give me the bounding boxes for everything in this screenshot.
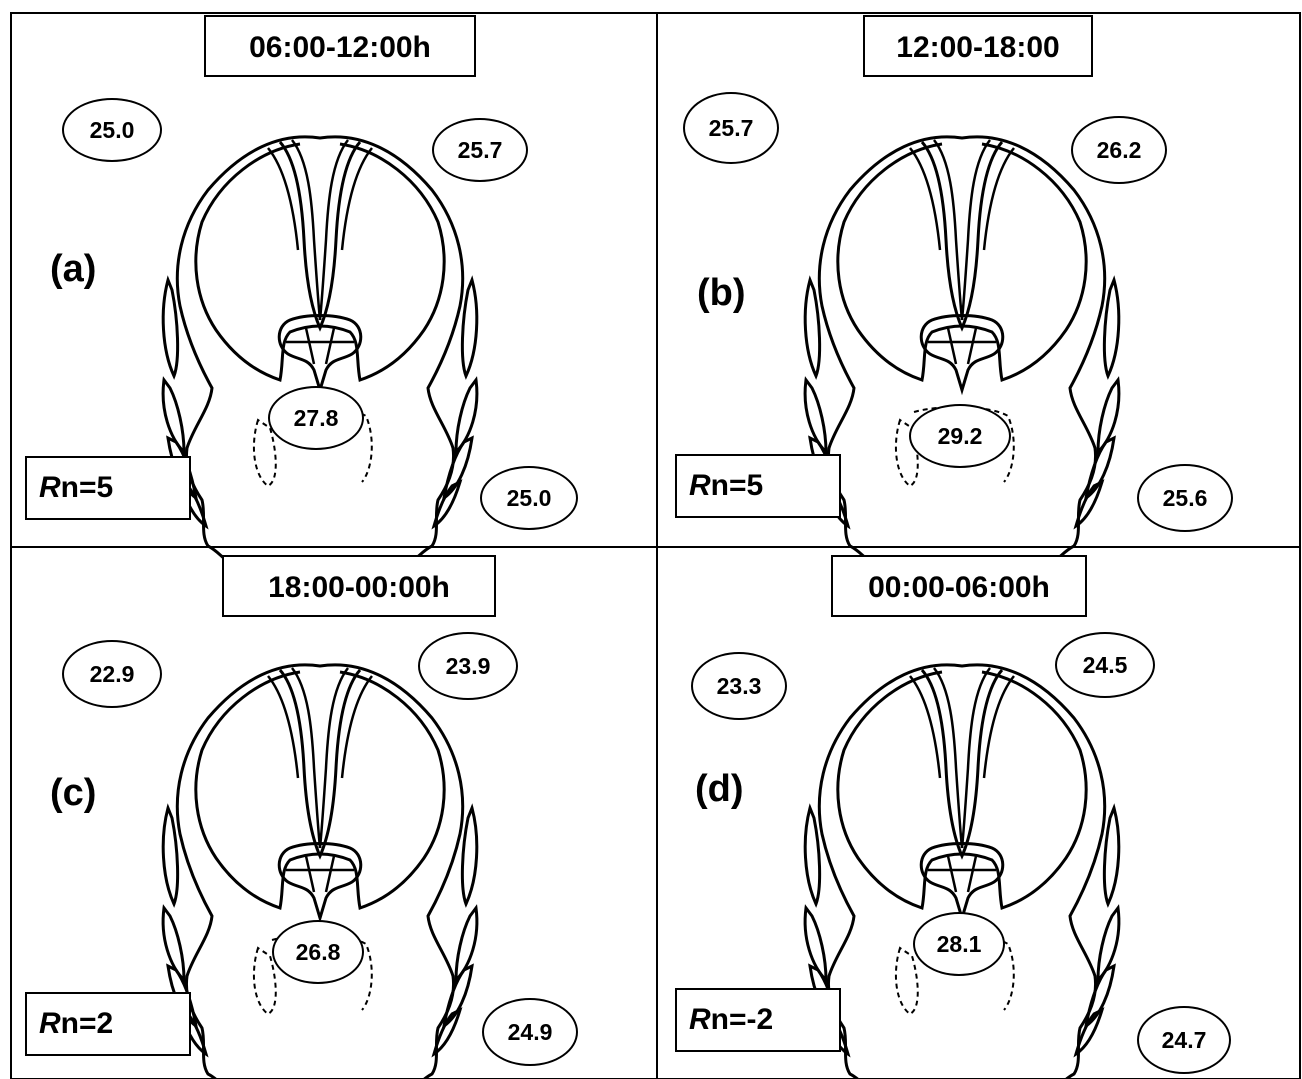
temp-top-left: 22.9 (62, 640, 162, 708)
panel-letter: (d) (695, 768, 744, 811)
temp-bottom-right: 25.0 (480, 466, 578, 530)
rn-symbol: R (689, 1003, 711, 1036)
panel-title: 18:00-00:00h (222, 555, 496, 617)
panel-letter: (a) (50, 248, 96, 291)
temp-center: 27.8 (268, 386, 364, 450)
temp-top-right: 26.2 (1071, 116, 1167, 184)
temp-bottom-right: 25.6 (1137, 464, 1233, 532)
panel-a: 06:00-12:00h (a) Rn=5 25.0 25.7 27.8 25.… (0, 0, 651, 539)
temp-bottom-right: 24.9 (482, 998, 578, 1066)
rn-box: Rn=2 (25, 992, 191, 1056)
temp-top-right: 23.9 (418, 632, 518, 700)
temp-top-left: 25.0 (62, 98, 162, 162)
temp-bottom-right: 24.7 (1137, 1006, 1231, 1074)
temp-center: 29.2 (909, 404, 1011, 468)
panel-letter: (b) (697, 272, 746, 315)
panel-b: 12:00-18:00 (b) Rn=5 25.7 26.2 29.2 25.6 (651, 0, 1302, 539)
rn-box: Rn=5 (675, 454, 841, 518)
temp-top-left: 25.7 (683, 92, 779, 164)
panel-letter: (c) (50, 772, 96, 815)
panel-title: 06:00-12:00h (204, 15, 476, 77)
temp-top-right: 25.7 (432, 118, 528, 182)
rn-box: Rn=5 (25, 456, 191, 520)
rn-symbol: R (689, 469, 711, 502)
panel-d: 00:00-06:00h (d) Rn=-2 23.3 24.5 28.1 24… (651, 540, 1302, 1079)
rn-value: n=5 (61, 471, 114, 504)
rn-value: n=2 (61, 1007, 114, 1040)
rn-box: Rn=-2 (675, 988, 841, 1052)
rn-symbol: R (39, 1007, 61, 1040)
temp-center: 28.1 (913, 912, 1005, 976)
temp-top-left: 23.3 (691, 652, 787, 720)
rn-symbol: R (39, 471, 61, 504)
rn-value: n=-2 (711, 1003, 774, 1036)
temp-top-right: 24.5 (1055, 632, 1155, 698)
rn-value: n=5 (711, 469, 764, 502)
panel-c: 18:00-00:00h (c) Rn=2 22.9 23.9 26.8 24.… (0, 540, 651, 1079)
panel-title: 12:00-18:00 (863, 15, 1093, 77)
panel-title: 00:00-06:00h (831, 555, 1087, 617)
temp-center: 26.8 (272, 920, 364, 984)
